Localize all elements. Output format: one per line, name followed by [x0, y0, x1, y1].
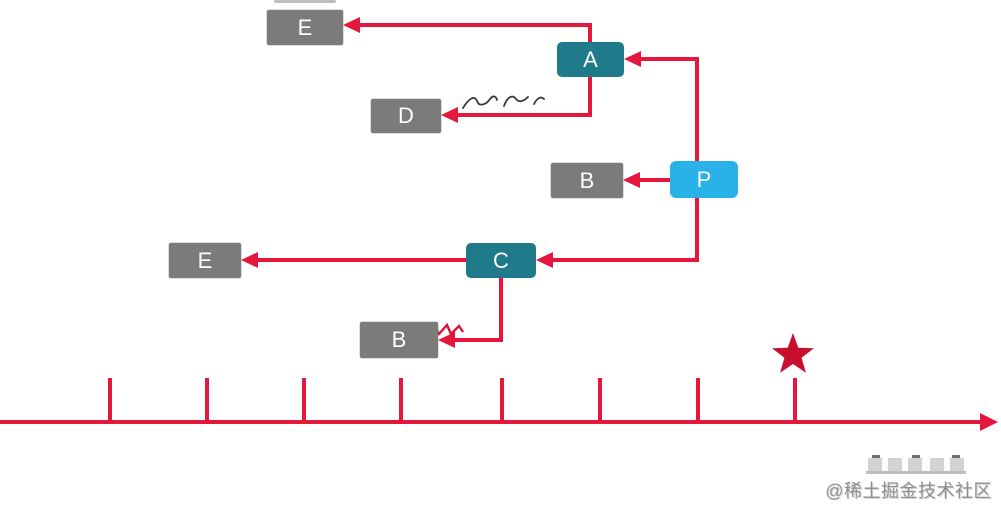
star-icon: [772, 333, 814, 373]
edge-c-to-blower-vertical: [499, 278, 503, 342]
node-e-top: E: [267, 10, 343, 45]
edge-p-to-bupper-arrowhead-icon: [623, 172, 640, 188]
timeline-tick-7: [696, 378, 700, 420]
node-b-upper: B: [551, 163, 623, 198]
watermark-artifact-bar: [930, 458, 944, 471]
watermark-artifact-strip: [866, 471, 966, 474]
node-e-top-label: E: [297, 14, 313, 40]
edge-a-to-d-horizontal: [456, 113, 592, 117]
timeline-tick-2: [205, 378, 209, 420]
edge-a-to-etop-vertical: [588, 23, 592, 42]
edge-c-to-emiddle-horizontal: [257, 258, 466, 262]
node-b-lower: B: [360, 322, 438, 358]
watermark-artifact: [866, 455, 970, 475]
watermark-artifact-bar: [868, 458, 882, 471]
timeline-tick-8: [793, 378, 797, 420]
node-b-lower-label: B: [391, 327, 407, 352]
edge-a-to-d-arrowhead-icon: [441, 107, 458, 123]
top-edge-artifact: [274, 0, 336, 3]
handwritten-scribble-icon: [462, 95, 545, 109]
edge-rail-to-a-horizontal: [640, 57, 699, 61]
edge-a-to-d-vertical: [588, 77, 592, 117]
edge-a-to-etop-arrowhead-icon: [343, 17, 360, 33]
watermark-artifact-bar: [908, 458, 922, 471]
edge-c-to-blower-horizontal: [454, 338, 503, 342]
node-d-label: D: [398, 103, 414, 128]
edge-c-to-blower-arrowhead-icon: [438, 332, 455, 348]
edge-rail-to-c-arrowhead-icon: [536, 252, 553, 268]
node-p-label: P: [696, 166, 712, 192]
watermark-text: @稀土掘金技术社区: [825, 481, 992, 501]
edge-rail-to-c-horizontal: [553, 258, 699, 262]
node-a: A: [557, 42, 624, 77]
timeline-arrowhead-icon: [980, 413, 998, 431]
node-e-middle-label: E: [197, 247, 213, 273]
watermark-artifact-mark: [912, 455, 920, 458]
watermark-artifact-bar: [888, 458, 902, 471]
timeline-tick-3: [302, 378, 306, 420]
node-b-upper-label: B: [579, 167, 595, 193]
timeline-tick-6: [598, 378, 602, 420]
watermark-artifact-mark: [952, 455, 960, 458]
timeline-baseline: [0, 420, 984, 424]
edge-a-to-etop-horizontal: [360, 23, 592, 27]
edge-c-to-emiddle-arrowhead-icon: [241, 252, 258, 268]
node-e-middle: E: [169, 243, 241, 278]
timeline-tick-4: [399, 378, 403, 420]
timeline-tick-5: [500, 378, 504, 420]
node-d: D: [371, 99, 441, 133]
watermark-artifact-mark: [872, 455, 880, 458]
node-c-label: C: [493, 247, 509, 273]
watermark-artifact-bar: [950, 458, 964, 471]
node-c: C: [466, 243, 536, 278]
edge-rail-vertical: [695, 57, 699, 262]
timeline-tick-1: [108, 378, 112, 420]
node-p: P: [670, 161, 738, 198]
edge-p-to-bupper-horizontal: [639, 178, 670, 182]
edge-rail-to-a-arrowhead-icon: [624, 51, 641, 67]
node-a-label: A: [583, 46, 598, 72]
